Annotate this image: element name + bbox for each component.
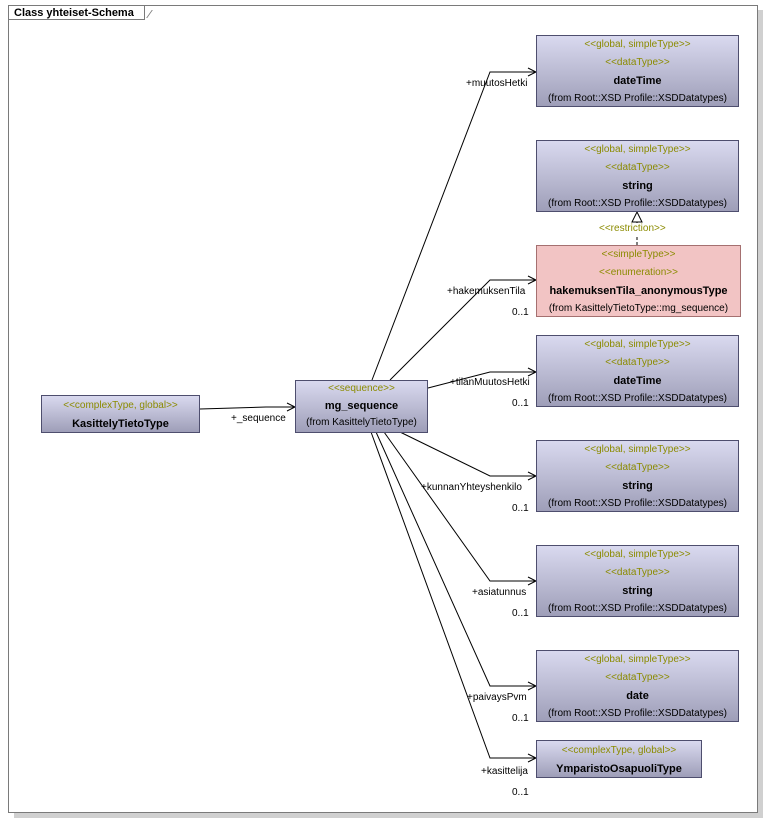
label-muutosHetki: +muutosHetki	[466, 78, 528, 89]
stereotype: <<dataType>>	[605, 57, 670, 68]
class-name: string	[622, 180, 653, 192]
class-datetime-tilanMuutosHetki[interactable]: <<global, simpleType>> <<dataType>> date…	[536, 335, 739, 407]
stereotype: <<global, simpleType>>	[584, 39, 691, 50]
from-text: (from KasittelyTietoType)	[306, 417, 417, 428]
edge-paivaysPvm	[375, 431, 536, 687]
label-kasittelija: +kasittelija	[481, 766, 528, 777]
diagram-title: Class yhteiset-Schema	[9, 6, 145, 20]
stereotype: <<global, simpleType>>	[584, 144, 691, 155]
stereotype: <<dataType>>	[605, 567, 670, 578]
class-name: YmparistoOsapuoliType	[556, 763, 682, 775]
frame-shadow-bottom	[14, 812, 763, 818]
stereotype: <<global, simpleType>>	[584, 339, 691, 350]
stereotype: <<simpleType>>	[601, 249, 676, 260]
edge-muutosHetki	[371, 71, 536, 381]
stereotype: <<global, simpleType>>	[584, 444, 691, 455]
mult-hakemuksenTila: 0..1	[512, 307, 529, 318]
edge-asiatunnus	[383, 431, 536, 582]
label-kunnanYhteyshenkilo: +kunnanYhteyshenkilo	[421, 482, 522, 493]
class-hakemuksenTila-enumeration[interactable]: <<simpleType>> <<enumeration>> hakemukse…	[536, 245, 741, 317]
class-name: string	[622, 585, 653, 597]
mult-asiatunnus: 0..1	[512, 608, 529, 619]
label-asiatunnus: +asiatunnus	[472, 587, 527, 598]
stereotype: <<global, simpleType>>	[584, 549, 691, 560]
from-text: (from Root::XSD Profile::XSDDatatypes)	[548, 393, 727, 404]
label-restriction: <<restriction>>	[599, 223, 666, 235]
class-string-asiatunnus[interactable]: <<global, simpleType>> <<dataType>> stri…	[536, 545, 739, 617]
stereotype: <<complexType, global>>	[63, 400, 178, 411]
class-string-restriction-base[interactable]: <<global, simpleType>> <<dataType>> stri…	[536, 140, 739, 212]
stereotype: <<dataType>>	[605, 162, 670, 173]
from-text: (from Root::XSD Profile::XSDDatatypes)	[548, 708, 727, 719]
from-text: (from KasittelyTietoType::mg_sequence)	[548, 303, 729, 314]
class-datetime-muutosHetki[interactable]: <<global, simpleType>> <<dataType>> date…	[536, 35, 739, 107]
label-paivaysPvm: +paivaysPvm	[467, 692, 527, 703]
class-name: hakemuksenTila_anonymousType	[549, 285, 728, 297]
from-text: (from Root::XSD Profile::XSDDatatypes)	[548, 498, 727, 509]
class-string-kunnanYhteyshenkilo[interactable]: <<global, simpleType>> <<dataType>> stri…	[536, 440, 739, 512]
generalization-arrowhead	[631, 210, 643, 223]
from-text: (from Root::XSD Profile::XSDDatatypes)	[548, 198, 727, 209]
from-text: (from Root::XSD Profile::XSDDatatypes)	[548, 603, 727, 614]
edge-tilanMuutosHetki	[427, 371, 536, 389]
mult-tilanMuutosHetki: 0..1	[512, 398, 529, 409]
stereotype: <<enumeration>>	[599, 267, 678, 278]
stereotype: <<dataType>>	[605, 357, 670, 368]
edge-kunnanYhteyshenkilo	[399, 431, 536, 477]
label-hakemuksenTila: +hakemuksenTila	[447, 286, 526, 297]
frame-shadow-right	[757, 10, 763, 817]
edge-hakemuksenTila	[389, 279, 536, 381]
stereotype: <<complexType, global>>	[561, 745, 677, 756]
label-tilanMuutosHetki: +tilanMuutosHetki	[450, 377, 530, 388]
stereotype: <<sequence>>	[328, 383, 395, 394]
stereotype: <<dataType>>	[605, 672, 670, 683]
class-name: mg_sequence	[324, 400, 399, 412]
class-date-paivaysPvm[interactable]: <<global, simpleType>> <<dataType>> date…	[536, 650, 739, 722]
label-sequence: +_sequence	[231, 413, 286, 424]
mult-kasittelija: 0..1	[512, 787, 529, 798]
class-name: dateTime	[613, 375, 662, 387]
from-text: (from Root::XSD Profile::XSDDatatypes)	[548, 93, 727, 104]
mult-paivaysPvm: 0..1	[512, 713, 529, 724]
edge-kasittelija	[370, 431, 536, 759]
class-name: KasittelyTietoType	[72, 418, 169, 430]
mult-kunnanYhteyshenkilo: 0..1	[512, 503, 529, 514]
stereotype: <<global, simpleType>>	[584, 654, 691, 665]
class-mg-sequence[interactable]: <<sequence>> mg_sequence (from Kasittely…	[295, 380, 428, 433]
class-name: string	[622, 480, 653, 492]
class-name: date	[626, 690, 649, 702]
edge-sequence	[199, 406, 295, 410]
class-ymparistoOsapuoliType[interactable]: <<complexType, global>> YmparistoOsapuol…	[536, 740, 702, 778]
stereotype: <<dataType>>	[605, 462, 670, 473]
class-kasittelyTietoType[interactable]: <<complexType, global>> KasittelyTietoTy…	[41, 395, 200, 433]
class-name: dateTime	[613, 75, 662, 87]
